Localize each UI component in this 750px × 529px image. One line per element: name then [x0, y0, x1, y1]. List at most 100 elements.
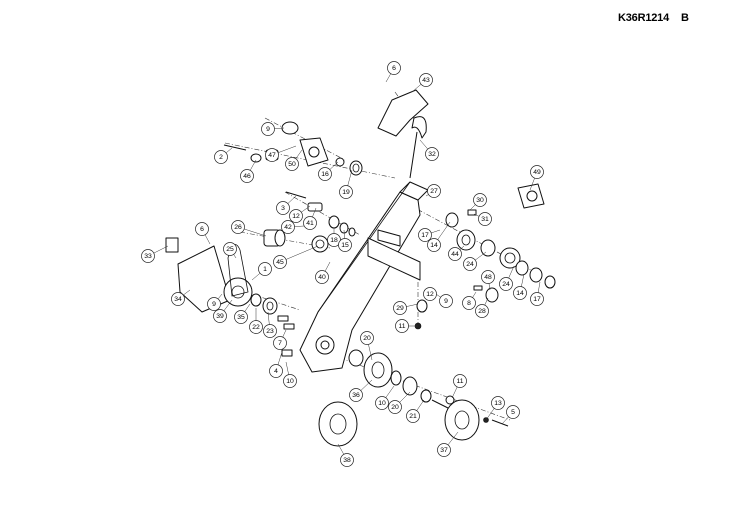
- callout-circle: [318, 167, 332, 181]
- drawing-code-number: K36R1214: [618, 12, 669, 24]
- callout-number: 9: [444, 298, 448, 305]
- callout-number: 12: [292, 213, 300, 220]
- callout-number: 2: [219, 154, 223, 161]
- callout-41: 41: [303, 216, 317, 230]
- callout-5: 5: [506, 405, 520, 419]
- callout-circle: [475, 304, 489, 318]
- lower-hub-assembly: [318, 349, 509, 447]
- callout-13: 13: [491, 396, 505, 410]
- callout-number: 20: [363, 335, 371, 342]
- callout-number: 11: [398, 323, 405, 330]
- callout-number: 20: [391, 404, 399, 411]
- callout-number: 18: [330, 237, 338, 244]
- callout-circle: [223, 242, 237, 256]
- callout-circle: [281, 220, 295, 234]
- callout-48: 48: [481, 270, 495, 284]
- callout-number: 41: [306, 220, 314, 227]
- callout-32: 32: [425, 147, 439, 161]
- callout-number: 45: [276, 259, 284, 266]
- callout-number: 50: [288, 161, 296, 168]
- callout-number: 21: [409, 413, 417, 420]
- callout-16: 16: [318, 167, 332, 181]
- callout-15: 15: [338, 238, 352, 252]
- callout-number: 24: [466, 261, 474, 268]
- callout-14: 14: [513, 286, 527, 300]
- callout-number: 16: [321, 171, 329, 178]
- callout-circle: [285, 157, 299, 171]
- callout-circle: [207, 297, 221, 311]
- callout-number: 15: [341, 242, 349, 249]
- callout-11: 11: [395, 319, 409, 333]
- callout-circle: [453, 374, 467, 388]
- callout-number: 11: [456, 378, 463, 385]
- callout-circle: [261, 122, 275, 136]
- callout-number: 39: [216, 313, 224, 320]
- callout-circle: [478, 212, 492, 226]
- callout-number: 34: [174, 296, 182, 303]
- callout-number: 32: [428, 151, 436, 158]
- callout-circle: [393, 301, 407, 315]
- callout-42: 42: [281, 220, 295, 234]
- callout-12: 12: [423, 287, 437, 301]
- callout-12: 12: [289, 209, 303, 223]
- callout-44: 44: [448, 247, 462, 261]
- callout-number: 10: [378, 400, 386, 407]
- callout-circle: [481, 270, 495, 284]
- callout-circle: [141, 249, 155, 263]
- callout-circle: [448, 247, 462, 261]
- callout-29: 29: [393, 301, 407, 315]
- callout-number: 14: [430, 242, 438, 249]
- callout-number: 48: [484, 274, 492, 281]
- callout-27: 27: [427, 184, 441, 198]
- callout-circle: [375, 396, 389, 410]
- callout-number: 49: [533, 169, 541, 176]
- callout-25: 25: [223, 242, 237, 256]
- callout-circle: [419, 73, 433, 87]
- callout-number: 22: [252, 324, 260, 331]
- callout-number: 19: [342, 189, 350, 196]
- callout-number: 17: [421, 232, 429, 239]
- callout-circle: [425, 147, 439, 161]
- callout-number: 43: [422, 77, 430, 84]
- callout-number: 40: [318, 274, 326, 281]
- callout-number: 7: [278, 340, 282, 347]
- callout-11: 11: [453, 374, 467, 388]
- callout-circle: [249, 320, 263, 334]
- callout-circle: [418, 228, 432, 242]
- callout-4: 4: [269, 364, 283, 378]
- callout-circle: [234, 310, 248, 324]
- callout-number: 44: [451, 251, 459, 258]
- callout-number: 9: [212, 301, 216, 308]
- callout-circle: [289, 209, 303, 223]
- callout-circle: [349, 388, 363, 402]
- callout-number: 1: [263, 266, 267, 273]
- callout-number: 31: [481, 216, 489, 223]
- callout-circle: [388, 400, 402, 414]
- callout-circle: [463, 257, 477, 271]
- callout-circle: [240, 169, 254, 183]
- callout-circle: [437, 443, 451, 457]
- callout-number: 36: [352, 392, 360, 399]
- callout-circle: [171, 292, 185, 306]
- callout-number: 17: [533, 296, 541, 303]
- callout-number: 25: [226, 246, 234, 253]
- callout-circle: [258, 262, 272, 276]
- callout-circle: [491, 396, 505, 410]
- callout-20: 20: [388, 400, 402, 414]
- callout-circle: [195, 222, 209, 236]
- callout-circle: [273, 336, 287, 350]
- callout-circle: [513, 286, 527, 300]
- callout-circle: [427, 184, 441, 198]
- callout-number: 47: [268, 152, 276, 159]
- callout-number: 46: [243, 173, 251, 180]
- callout-10: 10: [283, 374, 297, 388]
- callout-circle: [360, 331, 374, 345]
- callout-37: 37: [437, 443, 451, 457]
- callout-40: 40: [315, 270, 329, 284]
- callout-33: 33: [141, 249, 155, 263]
- callout-number: 9: [266, 126, 270, 133]
- callout-circle: [283, 374, 297, 388]
- callout-circle: [273, 255, 287, 269]
- callout-46: 46: [240, 169, 254, 183]
